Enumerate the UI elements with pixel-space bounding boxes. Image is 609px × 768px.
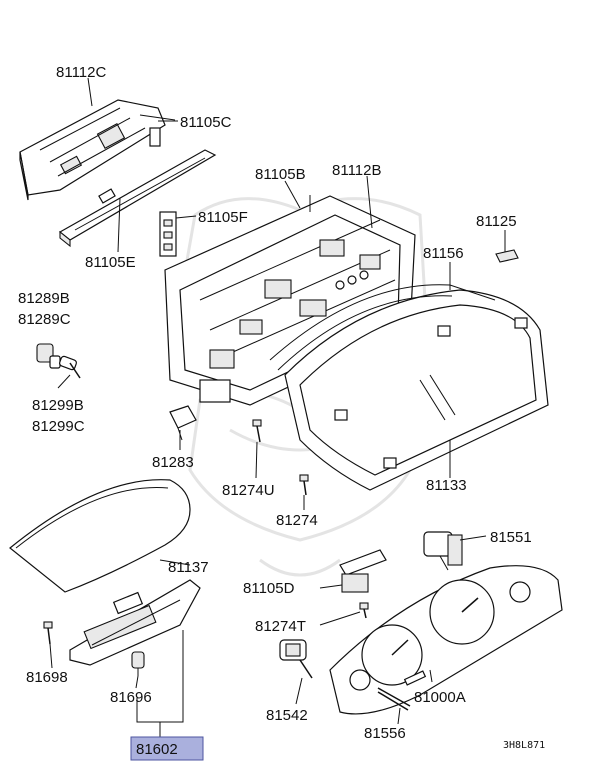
callout-81289c[interactable]: 81289C: [18, 311, 71, 328]
callout-81105d[interactable]: 81105D: [243, 580, 295, 597]
clip-81283[interactable]: [169, 405, 197, 441]
reset-knob-81556[interactable]: [377, 687, 411, 711]
meter-glass-81133[interactable]: [269, 284, 549, 491]
callout-81274t[interactable]: 81274T: [255, 618, 306, 635]
callout-81105f[interactable]: 81105F: [198, 209, 248, 226]
callout-81125[interactable]: 81125: [476, 213, 517, 230]
callout-81137[interactable]: 81137: [168, 559, 209, 576]
callout-81274u[interactable]: 81274U: [222, 482, 275, 499]
socket-81542[interactable]: [279, 639, 313, 679]
leader-lines: [49, 77, 506, 738]
drawing-code: 3H8L871: [503, 740, 545, 751]
callout-81112b[interactable]: 81112B: [332, 162, 382, 179]
callout-81105b[interactable]: 81105B: [255, 166, 306, 183]
gauge-face-81000a[interactable]: [329, 565, 563, 715]
screw-81274t[interactable]: [359, 602, 369, 619]
connector-81105f[interactable]: [159, 211, 177, 257]
callout-labels: 81112C 81105C 81105B 81112B 81125 81105F…: [18, 64, 545, 758]
callout-81283[interactable]: 81283: [152, 454, 194, 471]
hood-cover-81137[interactable]: [9, 479, 191, 593]
bulb-socket-81289[interactable]: [36, 343, 81, 379]
callout-81299b[interactable]: 81299B: [32, 397, 84, 414]
bulb-81696[interactable]: [131, 651, 145, 676]
callout-81156[interactable]: 81156: [423, 245, 464, 262]
callout-81299c[interactable]: 81299C: [32, 418, 85, 435]
callout-81112c[interactable]: 81112C: [56, 64, 106, 81]
switch-panel-81602[interactable]: [69, 579, 201, 666]
callout-81696[interactable]: 81696: [110, 689, 152, 706]
callout-81000a[interactable]: 81000A: [414, 689, 466, 706]
circuit-board-81112c[interactable]: [19, 99, 176, 201]
callout-81556[interactable]: 81556: [364, 725, 406, 742]
pad-81125[interactable]: [495, 249, 519, 263]
flex-strip-81105e[interactable]: [58, 149, 217, 248]
trip-switch-81551[interactable]: [423, 531, 463, 571]
callout-81698[interactable]: 81698: [26, 669, 68, 686]
callout-81542[interactable]: 81542: [266, 707, 308, 724]
callout-81289b[interactable]: 81289B: [18, 290, 70, 307]
callout-81105c[interactable]: 81105C: [180, 114, 232, 131]
callout-81602[interactable]: 81602: [136, 741, 178, 758]
callout-81133[interactable]: 81133: [426, 477, 467, 494]
screw-81274[interactable]: [299, 474, 309, 496]
connector-81105d[interactable]: [339, 549, 387, 593]
screw-81274u[interactable]: [252, 419, 262, 443]
callout-81105e[interactable]: 81105E: [85, 254, 136, 271]
highlight-81602: [130, 736, 204, 761]
screw-81698[interactable]: [43, 621, 53, 645]
callout-81274[interactable]: 81274: [276, 512, 318, 529]
callout-81551[interactable]: 81551: [490, 529, 532, 546]
